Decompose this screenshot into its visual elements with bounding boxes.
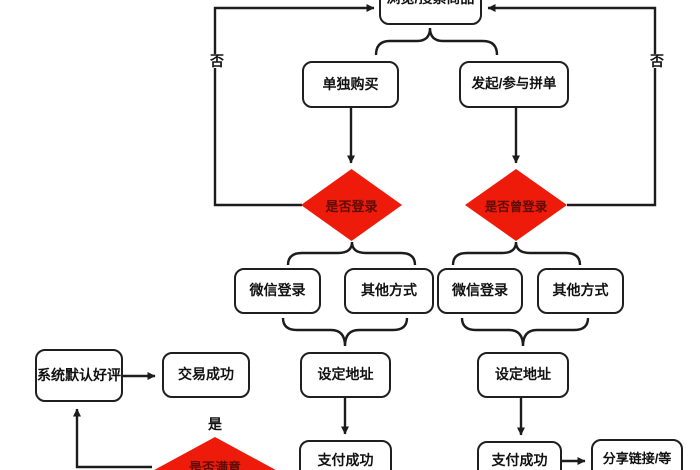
node-wechat-login-left: 微信登录 (234, 268, 321, 314)
node-wechat-login-right: 微信登录 (437, 268, 523, 314)
node-system-default-review-label: 系统默认好评 (37, 367, 121, 384)
node-set-address-left: 设定地址 (300, 352, 391, 398)
node-wechat-login-right-label: 微信登录 (452, 282, 508, 299)
connector-satisfied-review (73, 408, 152, 469)
brace-split-login-left (286, 241, 417, 266)
node-set-address-left-label: 设定地址 (317, 366, 374, 383)
brace-merge-address-left (281, 317, 409, 347)
node-payment-success-left-label: 支付成功 (317, 452, 374, 468)
node-payment-success-right-label: 支付成功 (491, 452, 548, 468)
node-other-method-left: 其他方式 (344, 268, 434, 314)
brace-merge-address-right (460, 317, 590, 347)
node-transaction-success-label: 交易成功 (178, 366, 234, 383)
edge-label-yes: 是 (206, 416, 224, 432)
edge-label-no-right: 否 (648, 53, 666, 69)
node-set-address-right-label: 设定地址 (495, 366, 551, 383)
node-browse-search: 浏览/搜索商品 (379, 0, 482, 25)
brace-split-login-right (451, 241, 582, 266)
node-system-default-review: 系统默认好评 (35, 349, 123, 402)
brace-split-browse (374, 27, 499, 56)
decision-login-check: 是否登录 (301, 169, 402, 241)
node-buy-alone-label: 单独购买 (322, 75, 379, 92)
node-group-buy: 发起/参与拼单 (459, 61, 569, 108)
decision-ever-login-check: 是否曾登录 (465, 169, 567, 241)
edge-label-no-left: 否 (208, 53, 226, 69)
node-other-method-left-label: 其他方式 (361, 282, 417, 299)
node-transaction-success: 交易成功 (162, 352, 250, 398)
node-browse-search-label: 浏览/搜索商品 (387, 0, 475, 8)
node-group-buy-label: 发起/参与拼单 (471, 76, 557, 92)
node-wechat-login-left-label: 微信登录 (249, 282, 306, 299)
node-other-method-right: 其他方式 (537, 268, 624, 314)
decision-satisfaction-check: 是否满意 (145, 437, 285, 470)
node-payment-success-left: 支付成功 (299, 440, 392, 470)
decision-satisfaction-check-label: 是否满意 (188, 460, 241, 470)
node-share-link: 分享链接/等 (591, 439, 683, 470)
node-buy-alone: 单独购买 (302, 61, 399, 108)
decision-ever-login-check-label: 是否曾登录 (484, 199, 548, 214)
node-other-method-right-label: 其他方式 (552, 282, 609, 299)
node-share-link-label: 分享链接/等 (602, 451, 672, 466)
node-payment-success-right: 支付成功 (477, 441, 562, 470)
node-set-address-right: 设定地址 (477, 352, 569, 398)
decision-login-check-label: 是否登录 (325, 198, 378, 214)
